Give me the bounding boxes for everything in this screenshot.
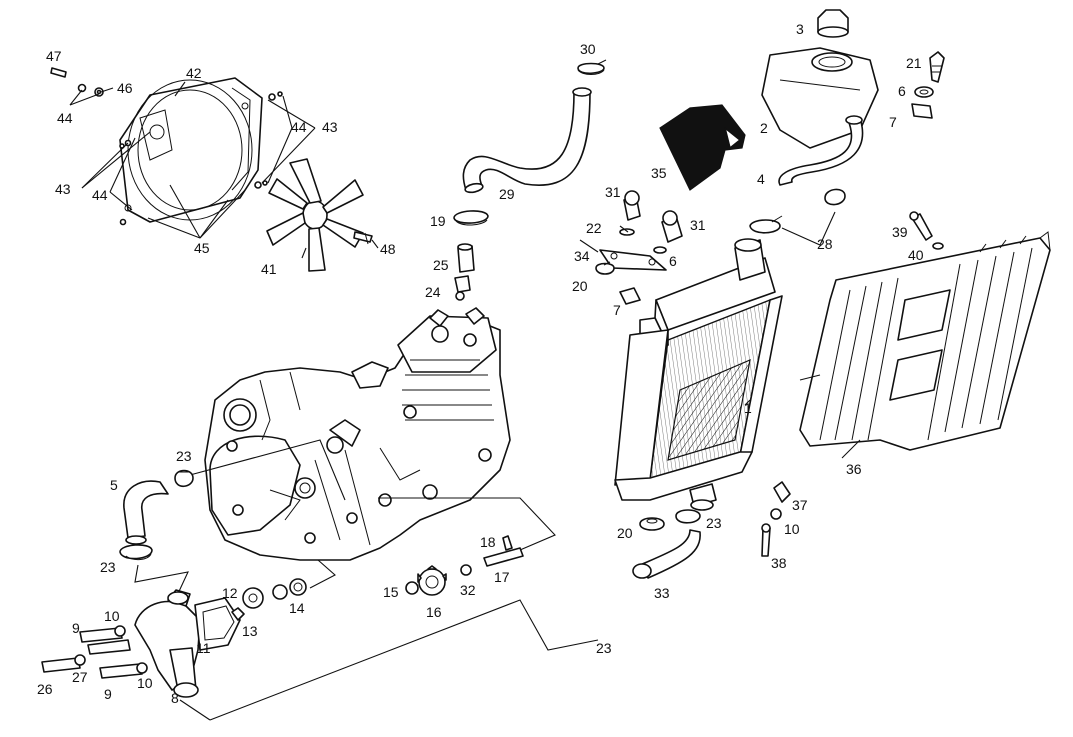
- top-fasteners: [911, 51, 945, 119]
- label-32: 32: [460, 582, 476, 598]
- label-38: 38: [771, 555, 787, 571]
- label-44b: 44: [291, 119, 307, 135]
- label-37: 37: [792, 497, 808, 513]
- label-22: 22: [586, 220, 602, 236]
- clamp-part: [749, 188, 846, 246]
- label-23a: 23: [176, 448, 192, 464]
- label-15: 15: [383, 584, 399, 600]
- label-39: 39: [892, 224, 908, 240]
- grille-fasteners: [909, 211, 944, 250]
- label-13: 13: [242, 623, 258, 639]
- label-45: 45: [194, 240, 210, 256]
- fitting-part: [454, 243, 475, 301]
- label-47: 47: [46, 48, 62, 64]
- label-25: 25: [433, 257, 449, 273]
- label-7b: 7: [613, 302, 621, 318]
- label-29: 29: [499, 186, 515, 202]
- label-34: 34: [574, 248, 590, 264]
- label-10a: 10: [104, 608, 120, 624]
- overflow-hose-part: [778, 115, 864, 186]
- radiator-leader-lines: [579, 225, 861, 459]
- label-12: 12: [222, 585, 238, 601]
- label-6a: 6: [898, 83, 906, 99]
- label-27: 27: [72, 669, 88, 685]
- label-43b: 43: [322, 119, 338, 135]
- label-42: 42: [186, 65, 202, 81]
- label-17: 17: [494, 569, 510, 585]
- label-24: 24: [425, 284, 441, 300]
- label-44c: 44: [92, 187, 108, 203]
- shroud-leader-lines: [69, 81, 379, 259]
- label-36: 36: [846, 461, 862, 477]
- label-8: 8: [171, 690, 179, 706]
- label-31a: 31: [605, 184, 621, 200]
- label-6b: 6: [669, 253, 677, 269]
- radiator-grille-part: [799, 231, 1051, 451]
- engine-part: [204, 307, 511, 561]
- label-41: 41: [261, 261, 277, 277]
- shroud-fasteners: [50, 67, 283, 226]
- label-14: 14: [289, 600, 305, 616]
- label-9b: 9: [104, 686, 112, 702]
- bracket-parts: [595, 190, 683, 305]
- label-20a: 20: [572, 278, 588, 294]
- label-21: 21: [906, 55, 922, 71]
- engine-leader-lines: [134, 439, 599, 721]
- label-19: 19: [430, 213, 446, 229]
- label-23c: 23: [706, 515, 722, 531]
- label-33: 33: [654, 585, 670, 601]
- label-23d: 23: [596, 640, 612, 656]
- label-18: 18: [480, 534, 496, 550]
- label-26: 26: [37, 681, 53, 697]
- small-hose-part: [119, 469, 194, 561]
- label-16: 16: [426, 604, 442, 620]
- label-2: 2: [760, 120, 768, 136]
- impeller-part: [242, 578, 307, 609]
- upper-hose-part: [453, 59, 607, 226]
- label-10b: 10: [137, 675, 153, 691]
- heat-shield-part: [659, 104, 746, 191]
- fan-part: [266, 158, 373, 272]
- label-10c: 10: [784, 521, 800, 537]
- radiator-lower-parts: [632, 481, 791, 579]
- radiator-part: [614, 238, 783, 511]
- label-43a: 43: [55, 181, 71, 197]
- label-4: 4: [757, 171, 765, 187]
- label-35: 35: [651, 165, 667, 181]
- label-31b: 31: [690, 217, 706, 233]
- callout-labels: 1 2 3 4 5 6 6 7 7 8 9 9 10 10 10 11 12 1…: [37, 21, 924, 706]
- label-48: 48: [380, 241, 396, 257]
- label-3: 3: [796, 21, 804, 37]
- label-44a: 44: [57, 110, 73, 126]
- label-20b: 20: [617, 525, 633, 541]
- label-7a: 7: [889, 114, 897, 130]
- label-5: 5: [110, 477, 118, 493]
- label-46: 46: [117, 80, 133, 96]
- label-11: 11: [196, 640, 211, 656]
- pump-housing-part: [41, 589, 245, 698]
- label-9a: 9: [72, 620, 80, 636]
- label-23b: 23: [100, 559, 116, 575]
- label-1: 1: [744, 400, 752, 416]
- label-28: 28: [817, 236, 833, 252]
- label-30: 30: [580, 41, 596, 57]
- label-40: 40: [908, 247, 924, 263]
- fan-shroud-part: [119, 77, 263, 223]
- gear-part: [405, 535, 524, 596]
